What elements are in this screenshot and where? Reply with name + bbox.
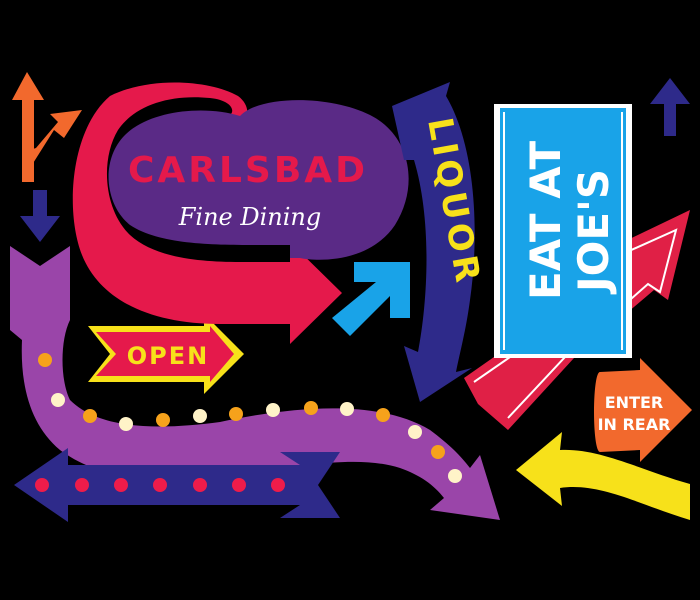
liquor-sign: LIQUOR	[392, 82, 488, 402]
up-arrow-icon	[650, 78, 690, 136]
left-arrow-icon	[14, 448, 340, 522]
bulb-dots	[38, 353, 462, 483]
down-arrow-icon	[20, 190, 60, 242]
yellow-swoosh-arrow-icon	[516, 432, 690, 520]
eat-at-joes-sign: EAT AT JOE'S	[494, 104, 632, 358]
carlsbad-subtitle: Fine Dining	[178, 203, 322, 231]
enter-in-rear-sign: ENTER IN REAR	[594, 358, 692, 462]
carlsbad-sign: CARLSBAD Fine Dining	[72, 82, 409, 344]
enter-line2: IN REAR	[598, 415, 671, 434]
forked-arrow-icon	[12, 72, 82, 182]
open-label: OPEN	[127, 342, 209, 370]
carlsbad-title: CARLSBAD	[128, 150, 368, 191]
enter-line1: ENTER	[605, 393, 663, 412]
diagonal-arrow-icon	[332, 262, 410, 336]
eat-at-line2: JOE'S	[569, 169, 618, 295]
eat-at-line1: EAT AT	[521, 141, 570, 300]
open-sign: OPEN	[88, 314, 244, 394]
bulb-arrow-icon	[10, 246, 500, 520]
